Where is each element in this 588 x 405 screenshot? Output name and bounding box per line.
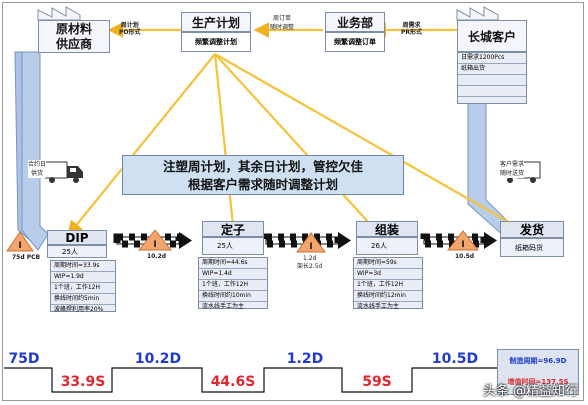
svg-text:I: I — [461, 240, 464, 250]
customer-data-row — [458, 97, 526, 107]
inventory-label-1: 10.2d — [147, 253, 167, 260]
inventory-label-3: 10.5d — [455, 253, 475, 260]
process-data-row: 1个班，工作12H — [51, 283, 115, 294]
info-label-sales: 周订单 随时调整 — [270, 15, 295, 31]
process-shipping-title: 发货 — [500, 221, 564, 238]
svg-text:I: I — [18, 241, 21, 251]
timeline-day-0: 75D — [8, 351, 40, 367]
info-line-shipping — [214, 53, 532, 236]
truck-label-right: 客户需求 随时送货 — [500, 160, 525, 178]
planning-sub: 频繁调整计划 — [181, 32, 251, 52]
svg-text:I: I — [153, 240, 156, 250]
svg-text:I: I — [309, 242, 312, 252]
inventory-triangles: I I I I — [6, 229, 480, 253]
customer-factory-icon — [456, 6, 499, 21]
timeline-day-1: 10.2D — [134, 351, 182, 367]
diagram-frame — [2, 2, 584, 401]
info-label-customer: 周需求 PR形式 — [401, 22, 423, 36]
timeline — [4, 367, 497, 393]
process-stator-title: 定子 — [202, 221, 264, 237]
process-stator-operators: 25人 — [202, 237, 264, 255]
process-data-row: 波峰焊利用率20% — [54, 306, 104, 313]
sales-box: 业务部 — [325, 12, 385, 32]
process-data-row: 周期时间=59s — [354, 258, 422, 269]
process-data-row: 周期时间=33.9s — [51, 261, 115, 272]
process-data-row: WIP=3d — [354, 269, 422, 280]
process-data-row: 换线时间约10min — [199, 291, 267, 302]
banner-line-1: 注塑周计划，其余日计划，管控欠佳 — [162, 159, 363, 174]
process-data-row: 周期时间=44.6s — [199, 258, 267, 269]
timeline-sec-0: 33.9S — [60, 374, 106, 390]
sales-sub: 频繁调整订单 — [325, 32, 385, 52]
process-assembly-operators: 26人 — [356, 237, 418, 255]
process-dip-operators: 25人 — [47, 245, 107, 258]
process-data-row: 换线时间约5min — [51, 294, 115, 305]
info-line-dip — [67, 53, 216, 237]
supplier-factory-icon — [37, 6, 81, 21]
timeline-day-3: 10.5D — [431, 351, 479, 367]
customer-data-row: 纸箱出货 — [458, 64, 526, 75]
inventory-label-2: 1.2d 架长2.5d — [297, 255, 323, 270]
timeline-sec-1: 44.6S — [210, 374, 256, 390]
process-data-row: 1个班，工作12H — [199, 280, 267, 291]
process-stator-data: 周期时间=44.6s WIP=1.4d 1个班，工作12H 换线时间约10min… — [198, 257, 268, 310]
customer-data-row — [458, 86, 526, 97]
material-flow-left-arrow — [14, 51, 49, 251]
value-added-time: 增值时间=137.5S — [507, 378, 569, 386]
truck-label-left: 合约日 供货 — [28, 160, 47, 178]
planning-note-banner: 注塑周计划，其余日计划，管控欠佳 根据客户需求随时调整计划 — [122, 155, 404, 195]
customer-data-row: 日需求1200Pcs — [458, 53, 526, 64]
process-data-row: 流水线手工为主 — [357, 303, 400, 310]
process-data-row: 流水线手工为主 — [202, 303, 245, 310]
info-line-stator — [213, 53, 241, 240]
watermark: 头条 @精益知行 — [482, 384, 578, 399]
process-data-row: 换线时间约12min — [354, 291, 422, 302]
process-assembly-title: 组装 — [356, 221, 418, 237]
customer-data-box: 日需求1200Pcs 纸箱出货 — [457, 52, 527, 104]
info-label-supplier: 周计划 PO形式 — [119, 22, 141, 36]
timeline-day-2: 1.2D — [286, 351, 324, 367]
customer-box: 长城客户 — [457, 20, 527, 52]
inventory-label-0: 75d PCB — [12, 254, 41, 261]
lead-time: 制造周期=96.9D — [509, 357, 567, 365]
summary-box: 制造周期=96.9D 增值时间=137.5S — [497, 349, 579, 395]
process-dip-data: 周期时间=33.9s WIP=1.9d 1个班，工作12H 换线时间约5min … — [50, 260, 116, 313]
process-assembly-data: 周期时间=59s WIP=3d 1个班，工作12H 换线时间约12min 流水线… — [353, 257, 423, 310]
customer-data-row — [458, 75, 526, 86]
truck-icon-left — [44, 161, 83, 183]
process-data-row: 1个班，工作12H — [354, 280, 422, 291]
process-shipping-operators: 纸箱码货 — [500, 238, 564, 257]
process-data-row: WIP=1.9d — [51, 272, 115, 283]
timeline-sec-2: 59S — [362, 374, 392, 390]
info-line-assembly — [214, 53, 383, 239]
banner-line-2: 根据客户需求随时调整计划 — [187, 177, 338, 192]
process-dip-title: DIP — [47, 230, 107, 245]
planning-box: 生产计划 — [181, 12, 251, 32]
process-data-row: WIP=1.4d — [199, 269, 267, 280]
supplier-box: 原材料 供应商 — [38, 20, 110, 53]
